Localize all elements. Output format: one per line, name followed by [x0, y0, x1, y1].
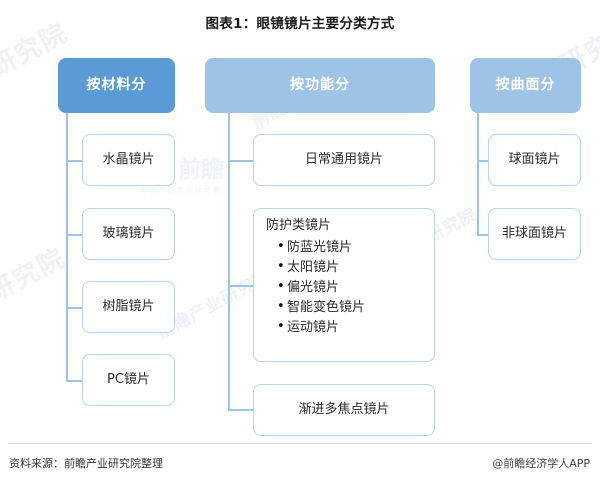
list-item: 防蓝光镜片	[277, 237, 422, 258]
header-box-material[interactable]: 按材料分	[58, 58, 175, 113]
watermark-left-mid: 研究院	[0, 242, 72, 309]
header-box-surface[interactable]: 按曲面分	[470, 58, 581, 113]
chart-title: 图表1：眼镜镜片主要分类方式	[205, 16, 395, 32]
node-function-protective-title: 防护类镜片	[266, 218, 332, 233]
connector-stub-function-2	[228, 285, 253, 287]
connector-stub-material-4	[66, 380, 82, 382]
watermark-brand-subtext: 中国产业咨询领导者	[140, 186, 221, 195]
list-item: 智能变色镜片	[277, 297, 422, 318]
node-material-resin[interactable]: 树脂镜片	[82, 281, 175, 333]
footer-divider	[8, 443, 592, 444]
node-material-glass[interactable]: 玻璃镜片	[82, 208, 175, 260]
node-function-daily[interactable]: 日常通用镜片	[253, 134, 435, 186]
protective-bullet-list: 防蓝光镜片 太阳镜片 偏光镜片 智能变色镜片 运动镜片	[266, 237, 422, 339]
connector-stub-function-3	[228, 409, 253, 411]
footer-credit: @前瞻经济学人APP	[492, 457, 590, 470]
node-function-protective[interactable]: 防护类镜片 防蓝光镜片 太阳镜片 偏光镜片 智能变色镜片 运动镜片	[253, 208, 435, 362]
node-material-pc[interactable]: PC镜片	[82, 354, 175, 406]
connector-trunk-function	[228, 113, 230, 410]
connector-stub-material-2	[66, 234, 82, 236]
connector-stub-function-1	[228, 160, 253, 162]
connector-stub-material-1	[66, 160, 82, 162]
connector-trunk-surface	[477, 113, 479, 235]
connector-stub-surface-2	[477, 234, 488, 236]
footer-source: 资料来源：前瞻产业研究院整理	[9, 457, 163, 470]
list-item: 太阳镜片	[277, 257, 422, 278]
list-item: 偏光镜片	[277, 277, 422, 298]
node-function-progressive[interactable]: 渐进多焦点镜片	[253, 384, 435, 436]
node-surface-aspherical[interactable]: 非球面镜片	[488, 208, 581, 260]
connector-stub-surface-1	[477, 160, 488, 162]
connector-trunk-material	[66, 113, 68, 381]
connector-stub-material-3	[66, 307, 82, 309]
list-item: 运动镜片	[277, 317, 422, 338]
node-material-crystal[interactable]: 水晶镜片	[82, 134, 175, 186]
watermark-brand-text: 前瞻	[178, 157, 224, 183]
node-surface-spherical[interactable]: 球面镜片	[488, 134, 581, 186]
header-box-function[interactable]: 按功能分	[205, 58, 435, 113]
